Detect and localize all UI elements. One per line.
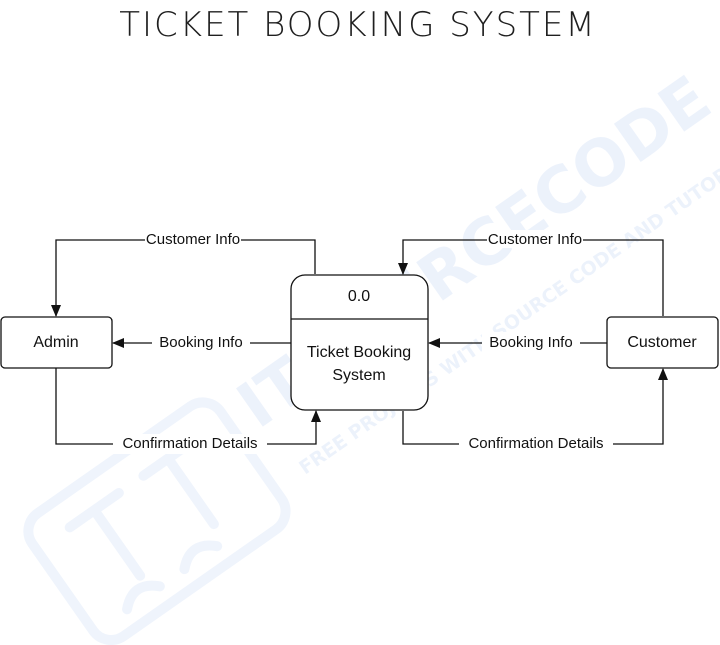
process-id: 0.0 [348, 288, 370, 305]
flow-customer-booking-info-label: Booking Info [489, 334, 572, 351]
process-name-line1: Ticket Booking [307, 344, 411, 361]
flow-admin-customer-info-line [51, 239, 316, 317]
entity-customer[interactable]: Customer [606, 316, 719, 369]
entity-admin-label: Admin [33, 334, 78, 351]
process-name-line2: System [332, 367, 385, 384]
diagram-title: TICKET BOOKING SYSTEM [119, 5, 597, 45]
flow-admin-booking-info-label: Booking Info [159, 334, 242, 351]
process-ticket-booking-system[interactable]: 0.0 Ticket Booking System [290, 274, 429, 411]
flow-admin-confirmation-label: Confirmation Details [122, 435, 257, 452]
flow-admin-customer-info-label: Customer Info [146, 231, 240, 248]
watermark-logo-icon [23, 397, 291, 645]
flow-customer-confirmation-label: Confirmation Details [468, 435, 603, 452]
entity-customer-label: Customer [627, 334, 697, 351]
flow-labels: Customer Info Booking Info Confirmation … [113, 230, 613, 454]
flow-customer-customer-info-label: Customer Info [488, 231, 582, 248]
entity-admin[interactable]: Admin [0, 316, 113, 369]
